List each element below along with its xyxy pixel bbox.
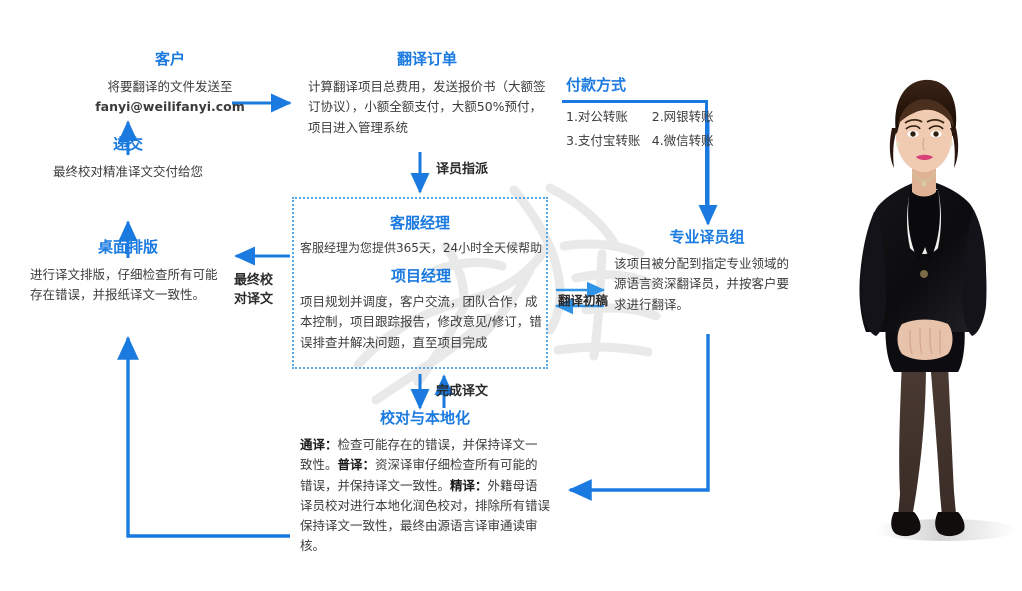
node-translator-group: 专业译员组 该项目被分配到指定专业领域的源语言资深翻译员，并按客户要求进行翻译。 [614,228,800,315]
node-customer: 客户 将要翻译的文件发送至 fanyi@weilifanyi.com [62,50,278,118]
node-translator-group-body: 该项目被分配到指定专业领域的源语言资深翻译员，并按客户要求进行翻译。 [614,256,790,312]
payment-item: 4.微信转账 [651,133,714,149]
label-final-proof: 最终校 对译文 [234,273,274,307]
businesswoman-photo [806,24,1022,554]
node-service-manager: 客服经理 客服经理为您提供365天，24小时全天候帮助 [300,214,543,258]
node-proofreading-body: 通译：检查可能存在的错误，并保持译文一致性。普译：资深译审仔细检查所有可能的错误… [300,435,550,557]
label-finish-translation: 完成译文 [436,384,489,399]
node-service-manager-title: 客服经理 [389,214,450,232]
node-delivery-title: 递交 [112,135,143,153]
proof-text-1: 检查可能存在的错误，并保持译文一致性。 [300,437,538,473]
node-project-manager-title: 项目经理 [390,267,451,285]
proof-text-2: 资深译审仔细检查所有可能的错误，并保持译文一致性。 [300,457,538,493]
node-project-manager: 项目经理 项目规划并调度，客户交流，团队合作，成本控制，项目跟踪报告，修改意见/… [300,267,542,353]
payment-item: 3.支付宝转账 [566,133,641,149]
label-assign-translator: 译员指派 [436,162,489,177]
node-dtp: 桌面排版 进行译文排版，仔细检查所有可能存在错误，并报纸译文一致性。 [30,238,226,306]
node-order: 翻译订单 计算翻译项目总费用，发送报价书（大额签订协议），小额全额支付，大额50… [308,50,546,138]
node-translator-group-title: 专业译员组 [669,228,745,246]
node-project-manager-body: 项目规划并调度，客户交流，团队合作，成本控制，项目跟踪报告，修改意见/修订，错误… [300,294,542,350]
payment-item: 1.对公转账 [566,109,628,124]
node-customer-body: 将要翻译的文件发送至 [107,79,233,94]
node-payment-title: 付款方式 [566,76,627,94]
payment-box-left-stub [562,100,584,103]
management-group-box [292,197,548,369]
proof-label-1: 通译： [300,437,338,452]
proof-label-3: 精译： [450,477,488,493]
arrow-bottom-loop-to-dtp [117,335,290,538]
node-order-title: 翻译订单 [396,50,457,68]
node-service-manager-body: 客服经理为您提供365天，24小时全天候帮助 [300,241,543,255]
node-customer-title: 客户 [154,50,185,68]
node-order-body: 计算翻译项目总费用，发送报价书（大额签订协议），小额全额支付，大额50%预付，项… [308,79,546,135]
label-first-draft: 翻译初稿 [558,293,609,308]
node-delivery: 递交 最终校对精准译文交付给您 [24,135,232,182]
arrow-translators-to-proofreading [567,334,710,501]
proof-text-3: 外籍母语译员校对进行本地化润色校对，排除所有错误保持译文一致性，最终由源语言译审… [300,477,551,554]
node-delivery-body: 最终校对精准译文交付给您 [52,164,203,179]
node-dtp-body: 进行译文排版，仔细检查所有可能存在错误，并报纸译文一致性。 [30,267,218,303]
node-customer-email[interactable]: fanyi@weilifanyi.com [95,99,245,115]
node-proofreading: 校对与本地化 通译：检查可能存在的错误，并保持译文一致性。普译：资深译审仔细检查… [300,409,550,557]
node-payment: 付款方式 1.对公转账 2.网银转账 3.支付宝转账 4.微信转账 [566,76,716,152]
node-dtp-title: 桌面排版 [97,238,158,256]
proof-label-2: 普译： [337,457,376,473]
payment-item: 2.网银转账 [651,109,714,124]
node-proofreading-title: 校对与本地化 [379,409,470,427]
